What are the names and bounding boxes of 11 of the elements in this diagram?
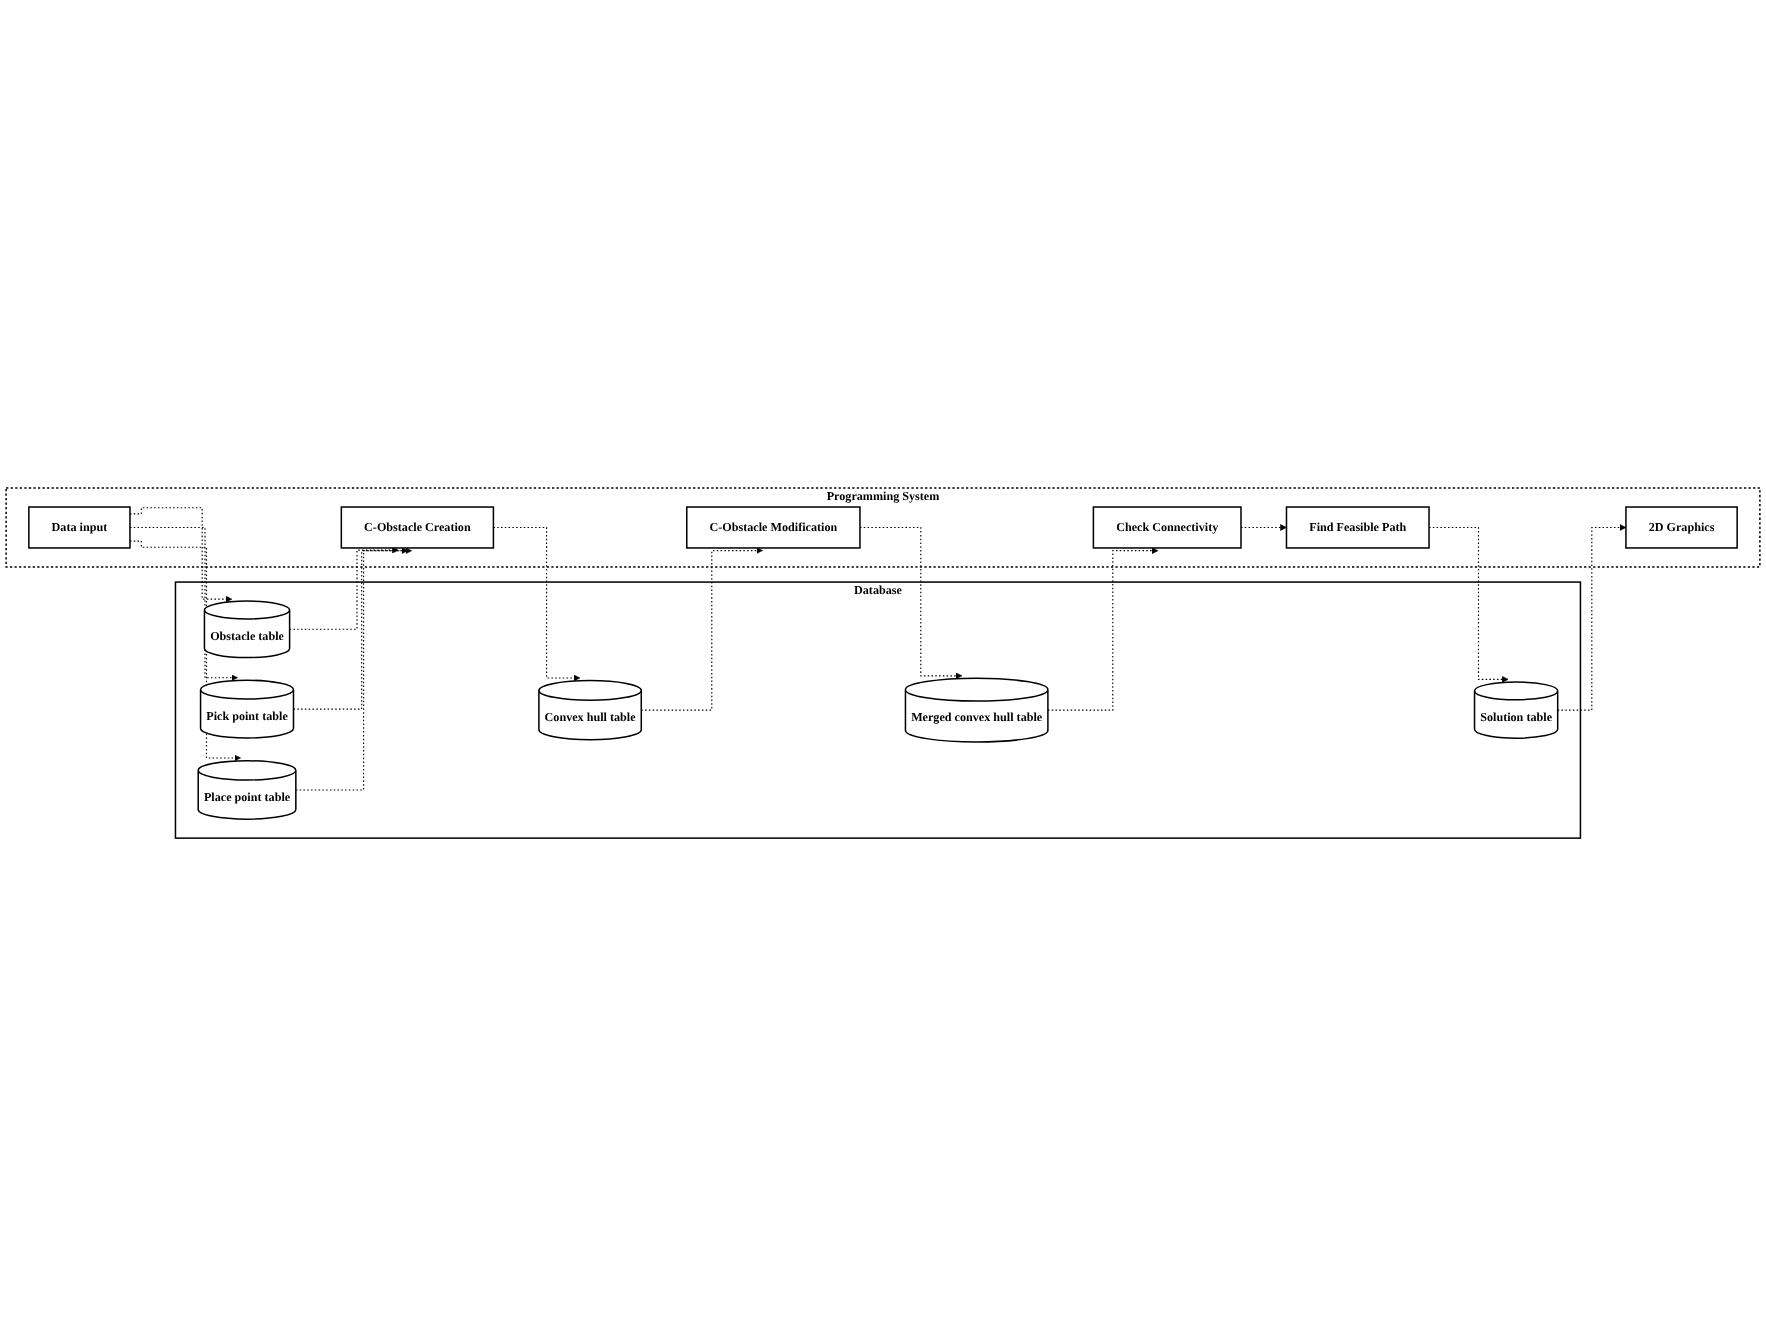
arrow: [859, 526, 963, 680]
arrow: [1047, 547, 1159, 711]
arrow: [1557, 524, 1627, 711]
arrow: [129, 507, 233, 603]
arrow: [289, 546, 399, 630]
arrow: [492, 526, 581, 682]
arrow: [295, 547, 412, 791]
arrow: [292, 547, 409, 710]
arrow: [1240, 524, 1287, 531]
arrow: [640, 547, 763, 711]
arrow: [1428, 526, 1509, 683]
